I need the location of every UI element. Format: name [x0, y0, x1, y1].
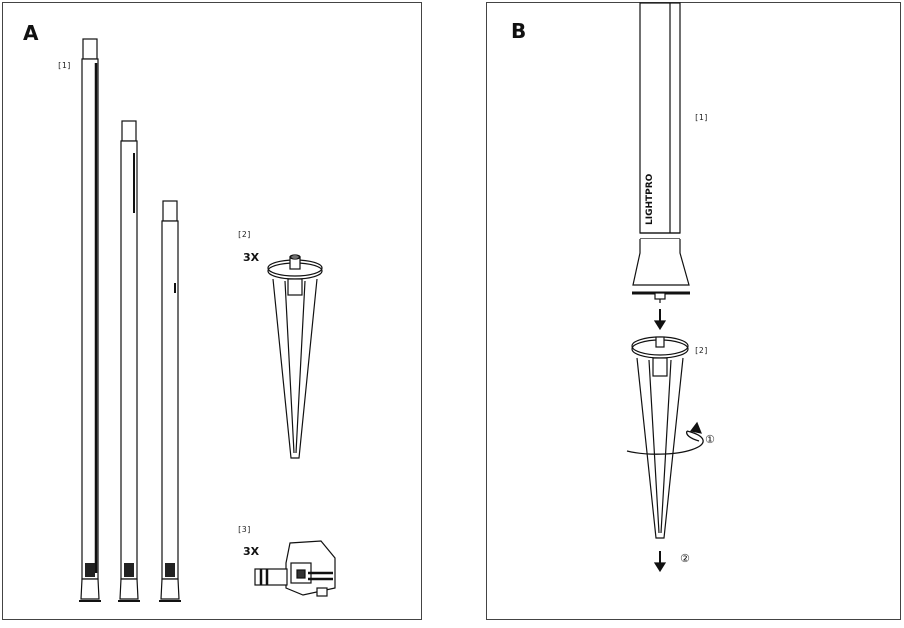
connector-a: [254, 540, 336, 597]
arrow-push-down: [653, 551, 667, 573]
pole-b: [632, 2, 690, 303]
step-rotate-label: ①: [705, 433, 715, 446]
pole-tall: [79, 38, 101, 602]
arrow-attach: [653, 309, 667, 331]
rotate-arrow: [626, 421, 704, 455]
spike-quantity: 3X: [243, 251, 260, 264]
panel-a-letter: A: [23, 21, 39, 45]
brand-logo: LIGHTPRO: [645, 173, 655, 225]
callout-spike-b: [2]: [694, 346, 709, 355]
ground-spike-b: [631, 336, 689, 539]
panel-b-drawing: LIGHTPRO: [626, 2, 704, 573]
callout-connector-a: [3]: [237, 525, 252, 534]
panel-b: B [1] [2] ① ②: [486, 2, 901, 620]
step-push-label: ②: [680, 552, 690, 565]
callout-pole-a: [1]: [57, 61, 72, 70]
panel-a-drawing: [79, 38, 336, 602]
panel-b-letter: B: [511, 19, 527, 43]
connector-quantity: 3X: [243, 545, 260, 558]
pole-medium: [118, 120, 140, 602]
ground-spike-a: [267, 254, 323, 459]
callout-pole-b: [1]: [694, 113, 709, 122]
pole-short: [159, 200, 181, 602]
callout-spike-a: [2]: [237, 230, 252, 239]
panel-a: A [1] [2] 3X [3] 3X: [2, 2, 422, 620]
